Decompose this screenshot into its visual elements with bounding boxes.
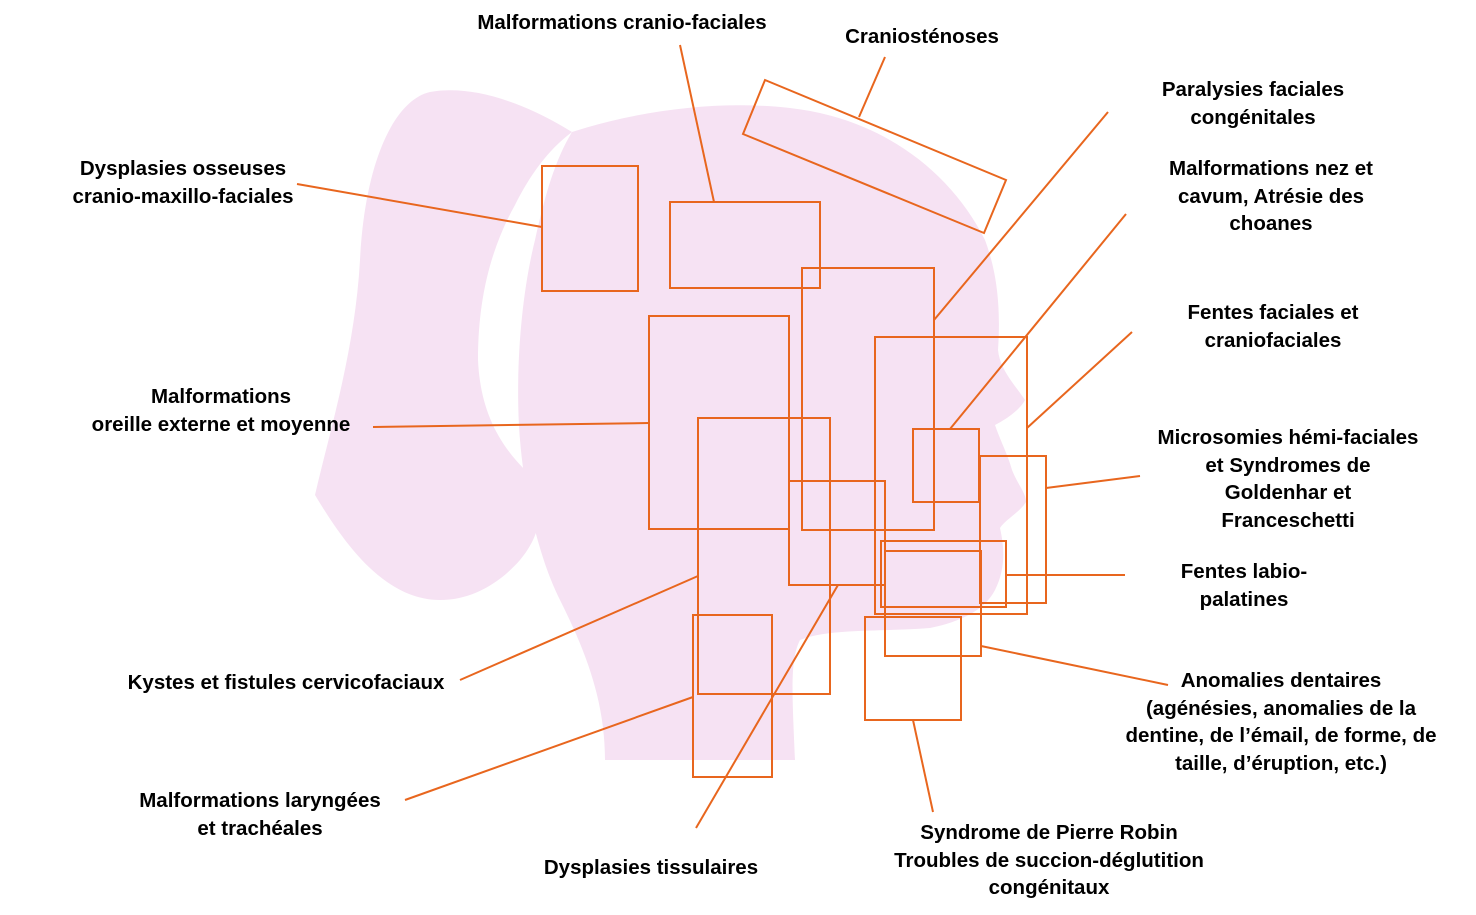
label-syndrome-pierre-robin-line-1: Syndrome de Pierre Robin xyxy=(920,821,1178,844)
label-fentes-faciales-line-2: craniofaciales xyxy=(1204,328,1342,352)
label-craniostenoses-line-1: Craniosténoses xyxy=(845,25,999,48)
label-dysplasies-osseuses-line-1: Dysplasies osseuses xyxy=(79,157,287,180)
label-syndrome-pierre-robin-line-3: congénitaux xyxy=(988,876,1110,899)
label-anomalies-dentaires-line-2: (agénésies, anomalies de la xyxy=(1145,696,1417,720)
label-malformations-nez-line-2: cavum, Atrésie des xyxy=(1177,184,1365,208)
head-silhouette xyxy=(315,90,1026,760)
label-paralysies-faciales: Paralysies faciales congénitales xyxy=(1132,76,1374,131)
label-fentes-labio-line-2: palatines xyxy=(1199,587,1289,611)
box-dysplasies-osseuses xyxy=(541,165,639,292)
label-anomalies-dentaires-line-4: taille, d’éruption, etc.) xyxy=(1175,751,1387,775)
label-dysplasies-osseuses: Dysplasies osseuses cranio-maxillo-facial… xyxy=(40,155,326,210)
label-dysplasies-tissulaires-line-1: Dysplasies tissulaires xyxy=(543,856,759,879)
label-malformations-nez: Malformations nez et cavum, Atrésie des ch… xyxy=(1140,155,1402,238)
leader-anomalies-dentaires xyxy=(980,645,1169,686)
label-malformations-laryngees-line-2: et trachéales xyxy=(197,816,323,840)
label-paralysies-faciales-line-2: congénitales xyxy=(1190,105,1316,129)
leader-lines xyxy=(296,44,1169,829)
box-oreille xyxy=(648,315,790,530)
leader-nez-cavum xyxy=(949,213,1127,430)
label-kystes-line-1: Kystes et fistules cervicofaciaux xyxy=(127,671,445,694)
label-malformations-nez-line-1: Malformations nez et xyxy=(1169,157,1373,180)
label-fentes-faciales: Fentes faciales et craniofaciales xyxy=(1160,299,1386,354)
label-fentes-faciales-line-1: Fentes faciales et xyxy=(1187,301,1359,324)
leader-craniostenoses xyxy=(858,56,886,118)
leader-fentes-faciales xyxy=(1026,331,1133,429)
leader-pierre-robin xyxy=(912,719,934,813)
label-kystes: Kystes et fistules cervicofaciaux xyxy=(100,669,472,697)
leader-malformations-cranio-faciales xyxy=(679,44,715,203)
label-malformations-laryngees: Malformations laryngées et trachéales xyxy=(110,787,410,842)
box-pierre-robin xyxy=(864,616,962,721)
leader-paralysies-faciales xyxy=(933,111,1109,321)
label-malformations-nez-line-3: choanes xyxy=(1229,212,1313,235)
label-fentes-labio: Fentes labio-palatines xyxy=(1150,558,1338,613)
label-malformations-cranio-faciales-line-1: Malformations cranio-faciales xyxy=(477,11,767,34)
label-microsomies: Microsomies hémi-faciales et Syndromes de… xyxy=(1140,424,1436,534)
label-microsomies-line-1: Microsomies hémi-faciales xyxy=(1157,426,1419,449)
label-dysplasies-tissulaires: Dysplasies tissulaires xyxy=(520,854,782,882)
label-microsomies-line-4: Franceschetti xyxy=(1221,508,1355,532)
label-syndrome-pierre-robin-line-2: Troubles de succion-déglutition xyxy=(894,848,1204,872)
ponytail-shape xyxy=(315,90,572,601)
label-craniostenoses: Craniosténoses xyxy=(818,23,1026,51)
annotation-boxes xyxy=(541,78,1047,778)
leader-dysplasies-tissulaires xyxy=(695,584,839,829)
label-dysplasies-osseuses-line-2: cranio-maxillo-faciales xyxy=(72,184,294,208)
label-microsomies-line-3: Goldenhar et xyxy=(1224,481,1352,504)
label-anomalies-dentaires-line-1: Anomalies dentaires xyxy=(1180,669,1382,692)
leader-laryngees xyxy=(404,696,694,801)
box-fentes-faciales xyxy=(874,336,1028,615)
box-microsomies xyxy=(979,455,1047,604)
label-malformations-cranio-faciales: Malformations cranio-faciales xyxy=(461,9,783,37)
label-malformations-oreille-line-1: Malformations xyxy=(150,385,292,408)
box-paralysies-faciales xyxy=(801,267,935,531)
box-malformations-cranio-faciales xyxy=(669,201,821,289)
label-anomalies-dentaires: Anomalies dentaires (agénésies, anomalies… xyxy=(1102,667,1460,777)
label-malformations-oreille: Malformations oreille externe et moyenne xyxy=(70,383,372,438)
label-malformations-oreille-line-2: oreille externe et moyenne xyxy=(91,412,351,436)
label-anomalies-dentaires-line-3: dentine, de l’émail, de forme, de xyxy=(1125,724,1437,747)
leader-dysplasies-osseuses xyxy=(296,183,543,228)
box-fentes-labio-inner xyxy=(884,550,982,657)
leader-oreille xyxy=(372,422,650,428)
box-dysplasies-tissulaires-large xyxy=(697,417,831,695)
leader-kystes xyxy=(459,575,699,681)
label-microsomies-line-2: et Syndromes de xyxy=(1205,453,1371,477)
leader-microsomies xyxy=(1045,475,1141,489)
label-paralysies-faciales-line-1: Paralysies faciales xyxy=(1161,78,1345,101)
label-fentes-labio-line-1: Fentes labio- xyxy=(1180,560,1308,583)
label-malformations-laryngees-line-1: Malformations laryngées xyxy=(139,789,381,812)
box-craniostenoses xyxy=(741,78,1008,235)
